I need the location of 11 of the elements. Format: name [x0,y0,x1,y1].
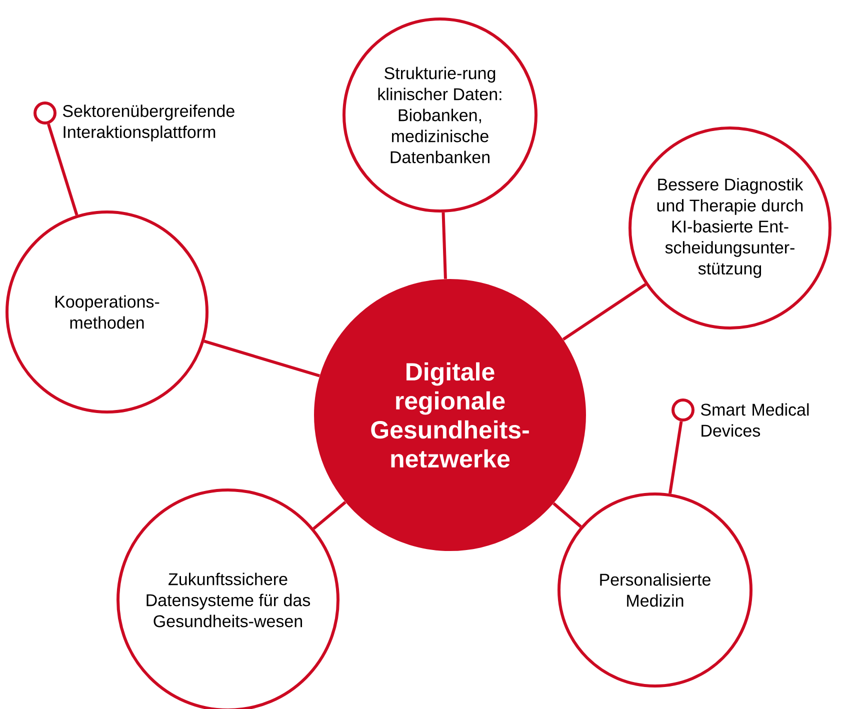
connector-line [668,421,683,494]
connector-line [204,340,320,378]
connector-line [312,501,346,530]
small-circle [672,398,694,422]
side-label: Sektorenübergreifende Interaktionsplattform [62,104,234,142]
connector-line [442,212,447,279]
connector-line [552,502,582,528]
connector-line [562,283,646,341]
side-label: Smart Medical Devices [700,403,809,437]
small-circle [34,102,56,124]
connector-line [47,124,78,216]
